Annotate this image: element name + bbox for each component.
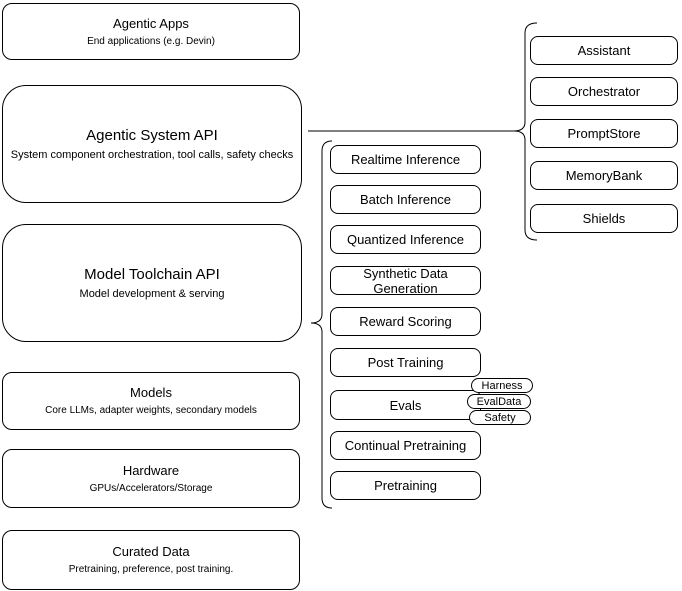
node-title: Hardware <box>122 462 180 478</box>
node-evals: Evals <box>330 390 481 420</box>
node-title: Models <box>130 385 172 400</box>
node-promptstore: PromptStore <box>530 119 678 148</box>
node-models: Models Core LLMs, adapter weights, secon… <box>2 372 300 430</box>
toolchain-components-brace <box>310 140 333 509</box>
node-model-toolchain-api: Model Toolchain API Model development & … <box>2 224 302 342</box>
node-batch-inference: Batch Inference <box>330 185 481 214</box>
node-assistant: Assistant <box>530 36 678 65</box>
node-memorybank: MemoryBank <box>530 161 678 190</box>
node-shields: Shields <box>530 204 678 233</box>
node-agentic-apps: Agentic Apps End applications (e.g. Devi… <box>2 3 300 60</box>
node-title: Curated Data <box>112 544 190 559</box>
node-subtitle: Model development & serving <box>79 287 225 300</box>
node-synthetic-data-generation: Synthetic Data Generation <box>330 266 481 296</box>
node-quantized-inference: Quantized Inference <box>330 225 481 254</box>
node-subtitle: Core LLMs, adapter weights, secondary mo… <box>45 405 257 416</box>
node-title: Agentic Apps <box>113 15 189 31</box>
tag-evaldata: EvalData <box>467 394 531 409</box>
node-reward-scoring: Reward Scoring <box>330 307 481 336</box>
node-title: Model Toolchain API <box>84 265 220 283</box>
node-title: Agentic System API <box>86 126 218 144</box>
node-realtime-inference: Realtime Inference <box>330 145 481 174</box>
node-subtitle: GPUs/Accelerators/Storage <box>89 482 213 494</box>
node-subtitle: Pretraining, preference, post training. <box>68 564 234 575</box>
node-post-training: Post Training <box>330 348 481 377</box>
node-subtitle: End applications (e.g. Devin) <box>87 35 215 47</box>
node-hardware: Hardware GPUs/Accelerators/Storage <box>2 449 300 508</box>
node-subtitle: System component orchestration, tool cal… <box>10 148 294 161</box>
tag-safety: Safety <box>469 410 531 425</box>
node-pretraining: Pretraining <box>330 471 481 500</box>
node-curated-data: Curated Data Pretraining, preference, po… <box>2 530 300 590</box>
node-agentic-system-api: Agentic System API System component orch… <box>2 85 302 203</box>
tag-harness: Harness <box>471 378 533 393</box>
node-orchestrator: Orchestrator <box>530 77 678 106</box>
node-continual-pretraining: Continual Pretraining <box>330 431 481 460</box>
